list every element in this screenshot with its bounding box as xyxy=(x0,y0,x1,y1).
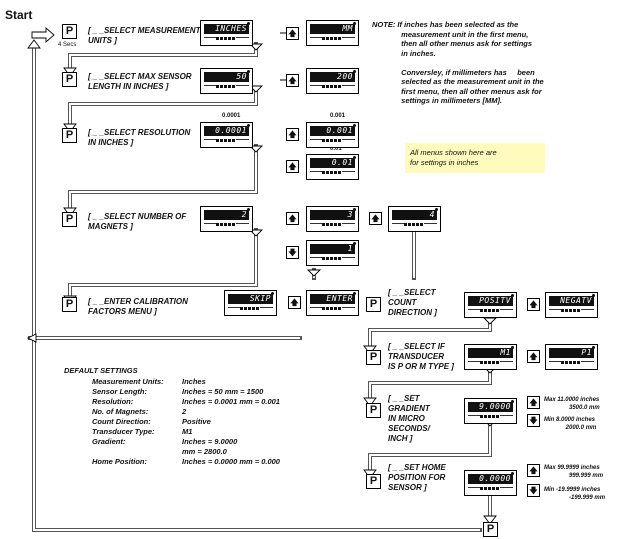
up-arrow-button[interactable]: 🡅 xyxy=(527,464,540,477)
display-length-50: 50 xyxy=(200,68,253,94)
default-setting-value: Inches = 9.0000 xyxy=(182,437,238,446)
up-arrow-button[interactable]: 🡅 xyxy=(288,296,301,309)
res-header-1: 0.0001 xyxy=(222,113,241,119)
step-resolution-label: [ _ _SELECT RESOLUTION IN INCHES ] xyxy=(88,128,191,147)
start-label: Start xyxy=(5,8,33,22)
up-arrow-button[interactable]: 🡅 xyxy=(286,160,299,173)
p-button-transducer[interactable]: P xyxy=(366,350,381,365)
p-button-length[interactable]: P xyxy=(62,72,77,87)
res-header-3: 0.01 xyxy=(330,146,342,152)
step-calibration-label: [ _ _ENTER CALIBRATION FACTORS MENU ] xyxy=(88,297,188,316)
display-cal-skip: SKIP xyxy=(224,290,277,316)
up-arrow-button[interactable]: 🡅 xyxy=(527,298,540,311)
step-units-label: [ _ _SELECT MEASUREMENT UNITS ] xyxy=(88,26,201,45)
default-settings-title: DEFAULT SETTINGS xyxy=(64,366,138,375)
display-mag-4: 4 xyxy=(388,206,441,232)
down-arrow-button[interactable]: 🡇 xyxy=(527,484,540,497)
step-length-label: [ _ _SELECT MAX SENSOR LENGTH IN INCHES … xyxy=(88,72,192,91)
p-button-gradient[interactable]: P xyxy=(366,403,381,418)
p-button-calibration[interactable]: P xyxy=(62,297,77,312)
display-units-inches: INCHES xyxy=(200,20,253,46)
step-direction-label: [ _ _SELECT COUNT DIRECTION ] xyxy=(388,288,437,317)
step-home-label: [ _ _SET HOME POSITION FOR SENSOR ] xyxy=(388,463,446,492)
down-arrow-button[interactable]: 🡇 xyxy=(286,246,299,259)
display-type-m1: M1 xyxy=(464,344,517,370)
display-mag-3: 3 xyxy=(306,206,359,232)
default-setting-key: Gradient: xyxy=(92,437,126,446)
default-setting-key: Sensor Length: xyxy=(92,387,148,396)
up-arrow-button[interactable]: 🡅 xyxy=(286,128,299,141)
display-dir-negative: NEGATV xyxy=(545,292,598,318)
display-res-0.001: 0.001 xyxy=(306,122,359,148)
display-units-mm: MM xyxy=(306,20,359,46)
res-header-2: 0.001 xyxy=(330,113,346,119)
p-button-direction[interactable]: P xyxy=(366,297,381,312)
display-type-p1: P1 xyxy=(545,344,598,370)
up-arrow-button[interactable]: 🡅 xyxy=(527,396,540,409)
display-dir-positive: POSITV xyxy=(464,292,517,318)
default-setting-value: Inches = 0.0000 mm = 0.000 xyxy=(182,457,280,466)
default-setting-value: M1 xyxy=(182,427,193,436)
p-button-final[interactable]: P xyxy=(483,522,498,537)
p-button-resolution[interactable]: P xyxy=(62,128,77,143)
p-button-home[interactable]: P xyxy=(366,474,381,489)
default-setting-key: Resolution: xyxy=(92,397,134,406)
step-magnets-label: [ _ _SELECT NUMBER OF MAGNETS ] xyxy=(88,212,187,231)
default-setting-key: Measurement Units: xyxy=(92,377,164,386)
gradient-min: Min 8.0000 inches 2000.0 mm xyxy=(544,417,597,431)
default-setting-value: Positive xyxy=(182,417,211,426)
up-arrow-button[interactable]: 🡅 xyxy=(369,212,382,225)
default-setting-value: 2 xyxy=(182,407,187,416)
default-setting-value: Inches = 0.0001 mm = 0.001 xyxy=(182,397,280,406)
up-arrow-button[interactable]: 🡅 xyxy=(527,350,540,363)
default-setting-key: No. of Magnets: xyxy=(92,407,149,416)
default-setting-key: Count Direction: xyxy=(92,417,151,426)
up-arrow-button[interactable]: 🡅 xyxy=(286,27,299,40)
default-setting-key: Home Position: xyxy=(92,457,148,466)
display-gradient: 9.0000 xyxy=(464,398,517,424)
step-transducer-label: [ _ _SELECT IF TRANSDUCER IS P OR M TYPE… xyxy=(388,342,454,371)
default-setting-value: Inches xyxy=(182,377,206,386)
display-res-0.01: 0.01 xyxy=(306,154,359,180)
inches-note-box xyxy=(405,143,545,173)
p-button-units[interactable]: P xyxy=(62,24,77,39)
secs-label: 4 Secs xyxy=(58,42,77,48)
down-arrow-button[interactable]: 🡇 xyxy=(527,414,540,427)
up-arrow-button[interactable]: 🡅 xyxy=(286,212,299,225)
display-mag-2: 2 xyxy=(200,206,253,232)
inches-note-text: All menus shown here are for settings in… xyxy=(410,148,497,167)
display-mag-1: 1 xyxy=(306,240,359,266)
home-min: Min -19.9999 inches -199.999 mm xyxy=(544,487,606,501)
default-setting-value: mm = 2800.0 xyxy=(182,447,227,456)
display-length-200: 200 xyxy=(306,68,359,94)
home-max: Max 99.9999 inches 999.999 mm xyxy=(544,465,604,479)
display-home: 0.0000 xyxy=(464,470,517,496)
p-button-magnets[interactable]: P xyxy=(62,212,77,227)
display-res-0.0001: 0.0001 xyxy=(200,122,253,148)
display-cal-enter: ENTER xyxy=(306,290,359,316)
default-setting-key: Transducer Type: xyxy=(92,427,155,436)
default-setting-value: Inches = 50 mm = 1500 xyxy=(182,387,264,396)
up-arrow-button[interactable]: 🡅 xyxy=(286,74,299,87)
units-note: NOTE: If inches has been selected as the… xyxy=(372,20,544,105)
gradient-max: Max 11.0000 inches 3500.0 mm xyxy=(544,397,600,411)
step-gradient-label: [ _ _SET GRADIENT IN MICRO SECONDS/ INCH… xyxy=(388,394,430,443)
